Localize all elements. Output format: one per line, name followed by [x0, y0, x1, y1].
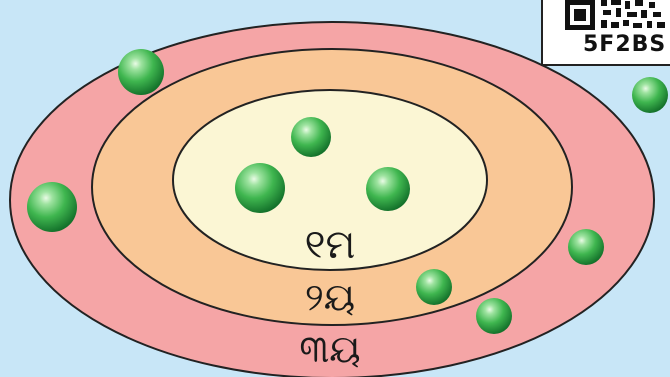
particle-inner-left	[235, 163, 285, 213]
middle-ring-label: ୨ୟ	[305, 275, 355, 319]
particle-outer-top	[118, 49, 164, 95]
outer-ring-label: ୩ୟ	[299, 327, 360, 371]
particle-outer-left	[27, 182, 77, 232]
qr-card: 5F2BS	[541, 0, 670, 66]
particle-inner-top	[291, 117, 331, 157]
particle-inner-right	[366, 167, 410, 211]
particle-middle-bottom	[416, 269, 452, 305]
qr-code-icon	[561, 0, 670, 36]
inner-ring-label: ୧ମ	[305, 222, 356, 268]
particle-middle-right	[568, 229, 604, 265]
particle-outside	[632, 77, 668, 113]
qr-code-text: 5F2BS	[583, 32, 666, 57]
particle-outer-bottom	[476, 298, 512, 334]
